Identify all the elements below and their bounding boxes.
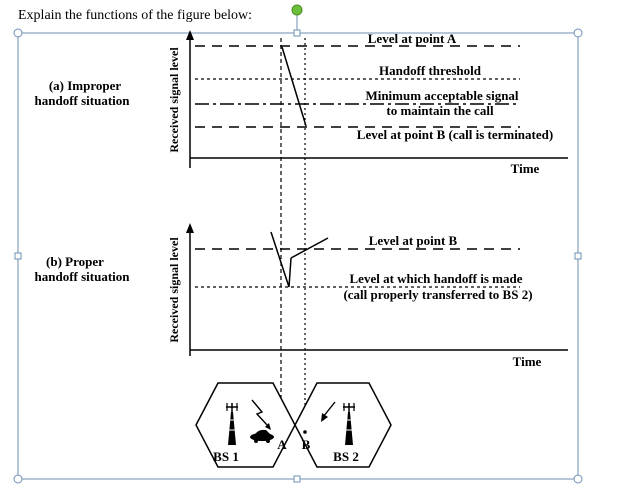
bs1-radio-arrow-icon (265, 423, 271, 430)
panel-a-title-1: (a) Improper (49, 78, 122, 93)
bs1-radio-link-icon (251, 399, 269, 427)
panel-a-level-a-label: Level at point A (368, 31, 457, 46)
panel-b-y-axis-label: Received signal level (167, 237, 181, 343)
panel-a-y-axis-arrow-icon (186, 30, 194, 40)
panel-a-minimum-signal-label-1: Minimum acceptable signal (365, 88, 518, 103)
resize-handle-right[interactable] (574, 252, 582, 260)
panel-b-x-axis-label: Time (513, 354, 542, 369)
resize-handle-top-left[interactable] (13, 28, 23, 38)
point-b-marker (303, 430, 307, 434)
panel-b-bs2-signal-curve (290, 237, 329, 259)
panel-a: (a) Improper handoff situation Received … (35, 30, 568, 176)
panel-b-title-2: handoff situation (35, 269, 131, 284)
panel-a-title-2: handoff situation (35, 93, 131, 108)
cell-bs2-hexagon (294, 382, 392, 468)
panel-b-handoff-level-label-1: Level at which handoff is made (350, 271, 523, 286)
panel-b-bs1-signal-curve (270, 231, 290, 288)
rotate-handle[interactable] (291, 4, 303, 16)
bs2-tower-icon (343, 403, 355, 445)
cell-bs1-hexagon (195, 382, 296, 468)
panel-a-y-axis-label: Received signal level (167, 47, 181, 153)
bs1-label: BS 1 (213, 449, 239, 464)
resize-handle-left[interactable] (14, 252, 22, 260)
panel-a-level-b-label: Level at point B (call is terminated) (357, 127, 553, 142)
resize-handle-bottom-left[interactable] (13, 474, 23, 484)
car-icon (250, 429, 274, 443)
question-text: Explain the functions of the figure belo… (18, 8, 253, 23)
panel-a-minimum-signal-label-2: to maintain the call (386, 103, 494, 118)
panel-a-x-axis-label: Time (511, 161, 540, 176)
bs2-label: BS 2 (333, 449, 359, 464)
bs2-radio-link-icon (322, 401, 336, 418)
resize-handle-bottom[interactable] (293, 475, 301, 483)
panel-b-title-1: (b) Proper (46, 254, 104, 269)
resize-handle-top[interactable] (293, 29, 301, 37)
resize-handle-bottom-right[interactable] (573, 474, 583, 484)
bs1-tower-icon (226, 403, 238, 445)
panel-b-handoff-level-label-2: (call properly transferred to BS 2) (343, 287, 532, 302)
bs2-radio-arrow-icon (321, 413, 328, 422)
panel-b-y-axis-arrow-icon (186, 223, 194, 233)
panel-b-level-b-label: Level at point B (369, 233, 458, 248)
panel-b: (b) Proper handoff situation Received si… (35, 223, 568, 369)
selection-frame[interactable] (13, 4, 583, 484)
resize-handle-top-right[interactable] (573, 28, 583, 38)
panel-a-handoff-threshold-label: Handoff threshold (379, 63, 482, 78)
point-b-label: B (302, 437, 311, 452)
point-a-label: A (277, 437, 287, 452)
panel-a-signal-decay-curve (281, 46, 307, 127)
cell-diagram: A B BS 1 BS 2 (195, 382, 392, 468)
panel-b-handoff-jump (288, 257, 292, 288)
